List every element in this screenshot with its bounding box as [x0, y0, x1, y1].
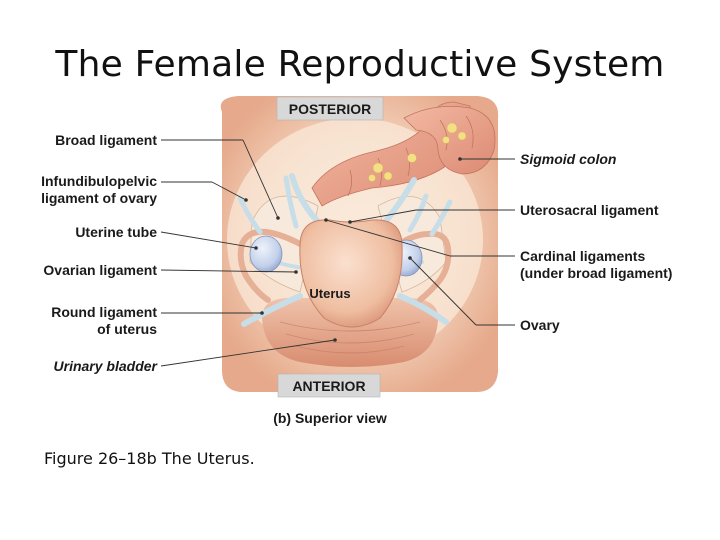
label-round-ligament-2: of uterus [97, 321, 157, 337]
uterus-center-label: Uterus [309, 286, 350, 301]
label-ovary: Ovary [520, 317, 560, 333]
anterior-label: ANTERIOR [292, 378, 365, 394]
posterior-box [276, 96, 384, 121]
label-cardinal-ligaments-2: (under broad ligament) [520, 265, 672, 281]
posterior-label: POSTERIOR [289, 101, 371, 117]
label-ovarian-ligament: Ovarian ligament [43, 262, 157, 278]
left-labels: Broad ligament Infundibulopelvic ligamen… [41, 132, 158, 374]
label-uterosacral-ligament: Uterosacral ligament [520, 202, 659, 218]
label-infundibulopelvic-2: ligament of ovary [41, 190, 157, 206]
uterine-tube-right-shape [393, 230, 452, 303]
label-round-ligament-1: Round ligament [51, 304, 157, 320]
view-label: (b) Superior view [273, 410, 387, 426]
label-broad-ligament: Broad ligament [55, 132, 157, 148]
figure-caption: Figure 26–18b The Uterus. [44, 449, 255, 468]
uterus-shape [299, 219, 403, 328]
ovary-left-shape [249, 235, 283, 273]
round-ligament-shape [241, 293, 449, 327]
label-infundibulopelvic-1: Infundibulopelvic [41, 173, 157, 189]
label-uterine-tube: Uterine tube [75, 224, 157, 240]
slide-title: The Female Reproductive System [55, 44, 665, 85]
uterine-tube-left-shape [237, 228, 307, 303]
anterior-box [277, 373, 381, 398]
label-cardinal-ligaments-1: Cardinal ligaments [520, 248, 645, 264]
label-sigmoid-colon: Sigmoid colon [520, 151, 616, 167]
label-urinary-bladder: Urinary bladder [54, 358, 159, 374]
right-labels: Sigmoid colon Uterosacral ligament Cardi… [520, 151, 672, 333]
urinary-bladder-shape [262, 297, 439, 367]
